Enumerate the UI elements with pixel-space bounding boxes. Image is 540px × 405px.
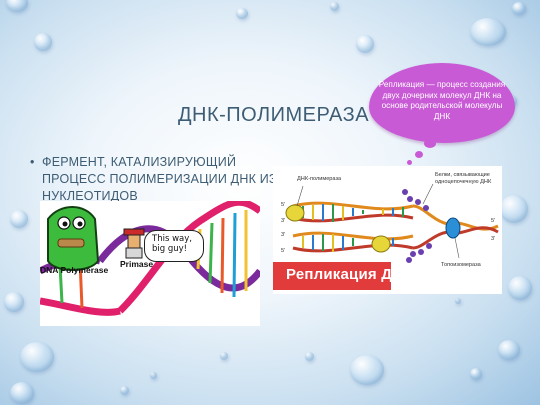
callout-bubble [369, 63, 515, 143]
water-drop-decoration [470, 18, 506, 46]
water-drop-decoration [498, 340, 520, 360]
water-drop-decoration [350, 355, 384, 385]
water-drop-decoration [470, 368, 482, 380]
water-drop-decoration [508, 276, 532, 300]
bullet-text: ФЕРМЕНТ, КАТАЛИЗИРУЮЩИЙ ПРОЦЕСС ПОЛИМЕРИ… [42, 155, 277, 203]
bullet-marker: • [30, 155, 35, 169]
slide-title: ДНК-ПОЛИМЕРАЗА [178, 104, 370, 126]
bullet-text-container: • ФЕРМЕНТ, КАТАЛИЗИРУЮЩИЙ ПРОЦЕСС ПОЛИМЕ… [30, 154, 277, 205]
label-topoisomerase: Топоизомераза [441, 262, 481, 268]
callout-tail [415, 151, 423, 158]
water-drop-decoration [10, 382, 34, 404]
callout-tail [407, 160, 412, 165]
speech-bubble [144, 230, 204, 262]
water-drop-decoration [150, 372, 157, 379]
dna-polymerase-label: DNA Polymerase [40, 265, 109, 275]
water-drop-decoration [120, 386, 129, 395]
water-drop-decoration [4, 292, 24, 312]
callout-text: Репликация — процесс создания двух дочер… [378, 80, 506, 121]
strand-label: 5' [281, 202, 286, 208]
strand-label: 5' [281, 248, 286, 254]
dna-polymerase-cartoon: This way, big guy! DNA Polymerase Primas… [40, 201, 260, 326]
water-drop-decoration [356, 35, 374, 53]
label-dna-polymerase: ДНК-полимераза [297, 176, 342, 182]
replication-fork-illustration [285, 183, 499, 263]
water-drop-decoration [512, 2, 526, 15]
water-drop-decoration [20, 342, 54, 372]
water-drop-decoration [236, 8, 248, 19]
callout-tail [424, 139, 436, 148]
replication-banner [273, 262, 391, 290]
water-drop-decoration [455, 298, 461, 304]
label-binding-proteins: Белки, связывающие одноцепочечную ДНК [435, 172, 492, 185]
water-drop-decoration [500, 195, 528, 223]
water-drop-decoration [330, 2, 339, 11]
strand-label: 3' [281, 218, 286, 224]
water-drop-decoration [6, 0, 28, 12]
dna-replication-diagram: ДНК-полимераза Белки, связывающие одноце… [273, 166, 502, 294]
speech-text: This way, big guy! [152, 234, 192, 254]
strand-label: 3' [281, 232, 286, 238]
strand-label: 5' [491, 218, 496, 224]
water-drop-decoration [220, 352, 228, 360]
water-drop-decoration [305, 352, 314, 361]
water-drop-decoration [34, 33, 52, 51]
primase-label: Primase [120, 259, 154, 269]
water-drop-decoration [10, 210, 28, 228]
strand-label: 3' [491, 236, 496, 242]
replication-banner-text: Репликация ДНК [286, 266, 413, 283]
